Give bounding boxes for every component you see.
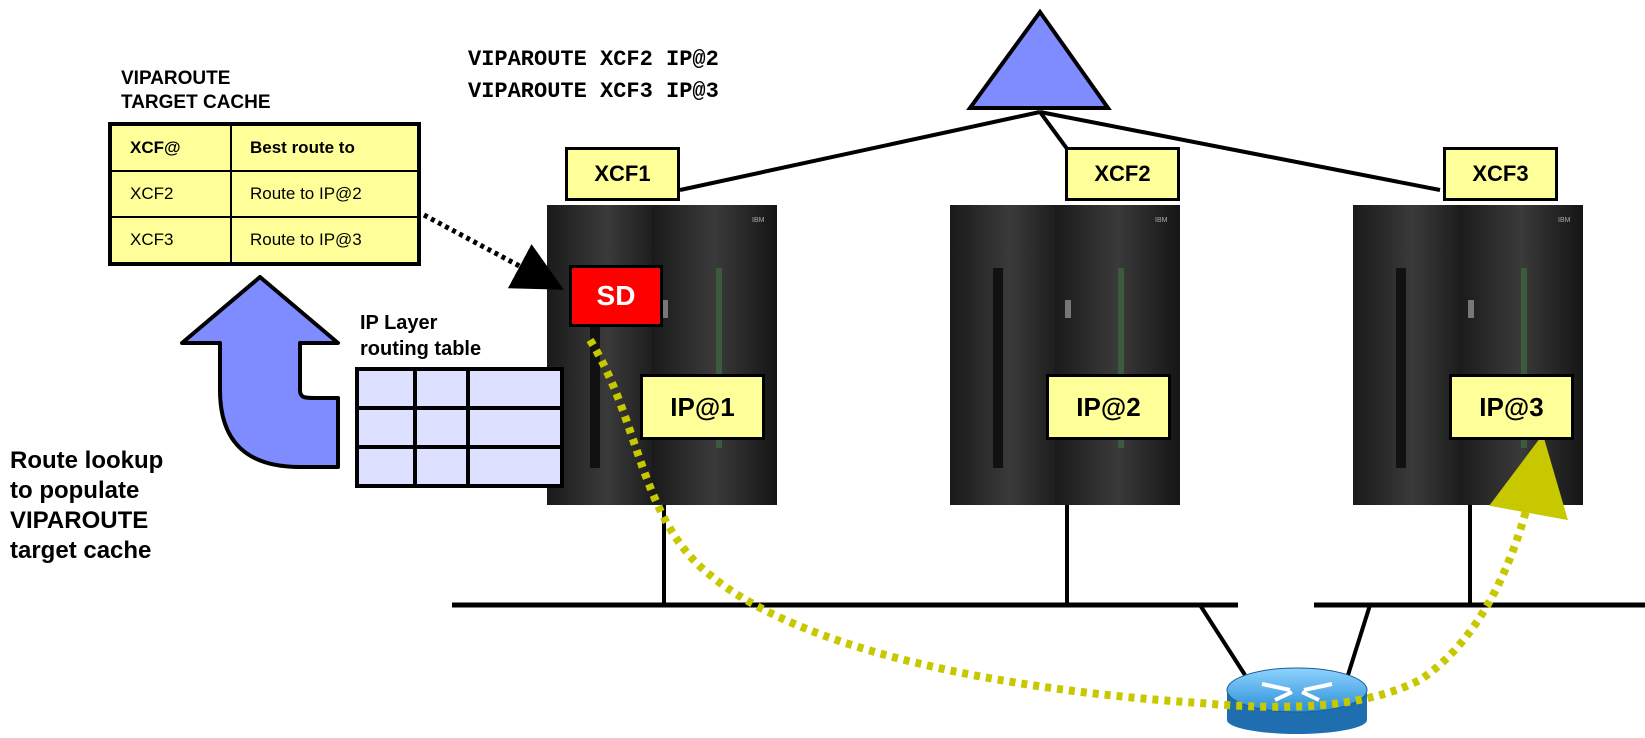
route-lookup-arrow (180, 275, 340, 469)
route-lookup-caption: Route lookup to populate VIPAROUTE targe… (10, 446, 163, 566)
routing-table-title-line1: IP Layer (360, 312, 438, 334)
route-lookup-line: VIPAROUTE (10, 507, 149, 534)
ip1-label: IP@1 (640, 374, 765, 440)
cache-cell: XCF3 (109, 216, 232, 265)
cache-header-xcf: XCF@ (109, 123, 232, 172)
mainframe-2: IBM (950, 205, 1180, 505)
ip3-label: IP@3 (1449, 374, 1574, 440)
cache-to-sd-arrow (422, 212, 564, 290)
svg-text:IBM: IBM (1155, 217, 1168, 224)
route-lookup-line: to populate (10, 477, 140, 504)
table-row: XCF3 Route to IP@3 (109, 216, 420, 265)
cache-title-line1: VIPAROUTE (121, 68, 231, 89)
svg-text:IBM: IBM (1558, 217, 1571, 224)
router-link-right (1346, 604, 1372, 676)
xcf3-label: XCF3 (1443, 147, 1558, 201)
cache-header-row: XCF@ Best route to (109, 123, 420, 172)
svg-text:IBM: IBM (752, 217, 765, 224)
viparoute-command-1: VIPAROUTE XCF2 IP@2 (468, 47, 719, 72)
xcf1-link (679, 110, 1041, 192)
routing-table-grid (355, 367, 564, 488)
router-link-left (1198, 603, 1247, 677)
ip2-label: IP@2 (1046, 374, 1171, 440)
cache-title-line2: TARGET CACHE (121, 92, 271, 113)
route-lookup-line: Route lookup (10, 447, 164, 474)
viparoute-target-cache-table: XCF@ Best route to XCF2 Route to IP@2 XC… (108, 122, 421, 266)
cache-cell: Route to IP@3 (230, 216, 420, 265)
route-lookup-line: target cache (10, 537, 152, 564)
table-row: XCF2 Route to IP@2 (109, 170, 420, 218)
xcf1-label: XCF1 (565, 147, 680, 201)
xcf3-link (1039, 110, 1441, 192)
mainframe-1: IBM (547, 205, 777, 505)
routing-table-title-line2: routing table (360, 338, 482, 360)
xcf-hub-triangle (966, 8, 1112, 110)
sd-label: SD (569, 265, 663, 327)
cache-cell: XCF2 (109, 170, 232, 218)
cache-cell: Route to IP@2 (230, 170, 420, 218)
xcf2-label: XCF2 (1065, 147, 1180, 201)
cache-header-route: Best route to (230, 123, 420, 172)
viparoute-command-2: VIPAROUTE XCF3 IP@3 (468, 79, 719, 104)
mainframe-3: IBM (1353, 205, 1583, 505)
